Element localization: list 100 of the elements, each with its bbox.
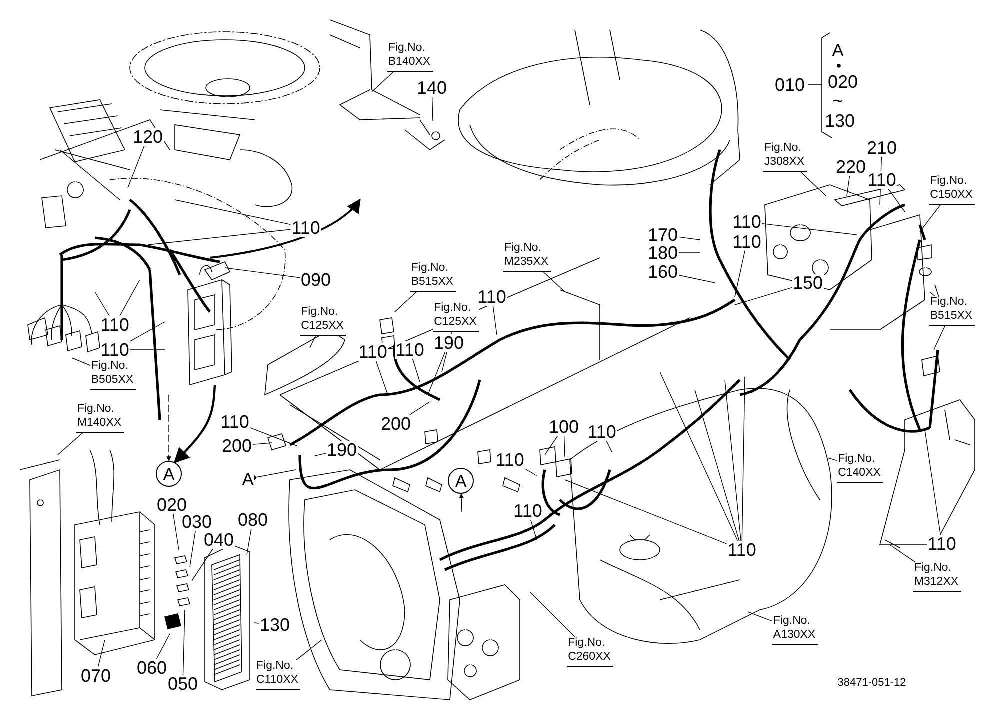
callout-number: 030: [180, 513, 214, 531]
callout-number: 110: [476, 288, 508, 306]
leader-line: [530, 592, 576, 638]
figure-reference: Fig.No. M140XX: [76, 403, 124, 433]
leader-line: [94, 292, 110, 316]
figure-reference: Fig.No. C260XX: [567, 637, 613, 667]
callout-number: 110: [512, 502, 544, 520]
callout-number: 110: [220, 413, 250, 431]
callout-number: 110: [394, 341, 426, 359]
callout-number: 050: [166, 675, 200, 693]
leader-line: [394, 291, 418, 312]
callout-number: 130: [258, 616, 292, 634]
figure-reference: Fig.No. B515XX: [929, 296, 975, 326]
callout-number: 110: [586, 423, 618, 441]
callout-number: 120: [132, 128, 164, 146]
leader-line: [190, 530, 196, 568]
leader-line: [432, 96, 434, 122]
leader-line: [930, 292, 936, 297]
callout-number: 060: [136, 659, 168, 677]
leader-line: [542, 271, 566, 292]
leader-line: [846, 176, 850, 196]
callout-number: 140: [416, 79, 448, 97]
figure-reference: Fig.No. B515XX: [410, 262, 456, 292]
leader-line: [734, 287, 792, 306]
callout-number: 110: [926, 535, 958, 553]
leader-line: [224, 268, 300, 278]
callout-number: 150: [792, 274, 824, 292]
callout-number: 190: [432, 334, 466, 352]
figure-reference: Fig.No. C150XX: [929, 175, 975, 205]
leader-line: [428, 352, 446, 396]
reference-circle: A: [448, 468, 474, 494]
leader-line: [762, 223, 858, 236]
leader-line: [182, 610, 186, 676]
leader-line: [492, 306, 498, 336]
leader-line: [412, 358, 420, 382]
leader-line: [888, 188, 906, 212]
callout-number: 110: [358, 343, 388, 361]
leader-line: [748, 612, 773, 622]
figure-reference: Fig.No. C140XX: [837, 453, 883, 483]
callout-number: 220: [834, 158, 868, 176]
leader-line: [128, 146, 145, 188]
leader-line: [564, 436, 566, 458]
figure-reference: Fig.No. C125XX: [433, 302, 479, 332]
callout-number: 110: [100, 341, 130, 359]
leader-line: [678, 252, 700, 254]
leader-line: [724, 380, 742, 542]
leader-line: [920, 204, 942, 232]
leader-line: [410, 402, 430, 416]
leader-line: [148, 229, 291, 246]
leader-line: [250, 428, 298, 446]
leader-line: [98, 640, 106, 668]
callout-number: 110: [726, 541, 758, 559]
callout-number: 110: [290, 219, 322, 237]
reference-arrow: [459, 494, 464, 512]
callout-number: 090: [300, 271, 332, 289]
callout-number: 020: [156, 496, 188, 514]
leader-line: [564, 480, 727, 544]
leader-line: [156, 634, 170, 660]
leader-line: [376, 360, 388, 396]
callout-number: 200: [220, 437, 254, 455]
range-symbol: ~: [832, 92, 844, 110]
callout-number: 170: [646, 226, 680, 244]
callout-number: 180: [646, 244, 680, 262]
figure-reference: Fig.No. B505XX: [90, 360, 136, 390]
leader-line: [58, 432, 84, 456]
leader-line: [314, 453, 326, 456]
leader-line: [174, 200, 291, 226]
leader-line: [924, 430, 941, 536]
leader-line: [678, 275, 716, 284]
leader-line: [524, 468, 538, 476]
callout-number: 100: [548, 418, 580, 436]
reference-arrow: [174, 384, 216, 464]
figure-reference: Fig.No. M235XX: [503, 242, 551, 272]
leader-line: [678, 236, 700, 240]
leader-line: [828, 458, 838, 462]
callout-number: 040: [202, 531, 236, 549]
reference-arrow: [166, 394, 172, 462]
figure-reference: Fig.No. J308XX: [763, 142, 807, 172]
leader-line: [296, 640, 322, 661]
reference-letter: A: [832, 42, 844, 58]
callout-number: 210: [866, 139, 898, 157]
callout-number: 110: [732, 213, 762, 231]
callout-number: 200: [380, 415, 412, 433]
leader-line: [310, 335, 316, 348]
callout-number: 080: [236, 511, 270, 529]
leader-line: [800, 171, 826, 196]
callout-number: 110: [866, 171, 898, 189]
leader-line: [192, 548, 214, 582]
leader-line: [530, 520, 538, 540]
figure-reference: Fig.No. A130XX: [772, 615, 818, 645]
leader-line: [130, 322, 166, 342]
leader-line: [934, 325, 946, 350]
drawing-number: 38471-051-12: [838, 678, 906, 688]
callout-number: 110: [494, 451, 526, 469]
leader-line: [173, 514, 180, 550]
reference-letter: A: [242, 470, 254, 488]
leader-line: [694, 390, 740, 542]
leader-line: [120, 280, 140, 316]
figure-reference: Fig.No. M312XX: [913, 562, 961, 592]
callout-number: 190: [326, 441, 358, 459]
